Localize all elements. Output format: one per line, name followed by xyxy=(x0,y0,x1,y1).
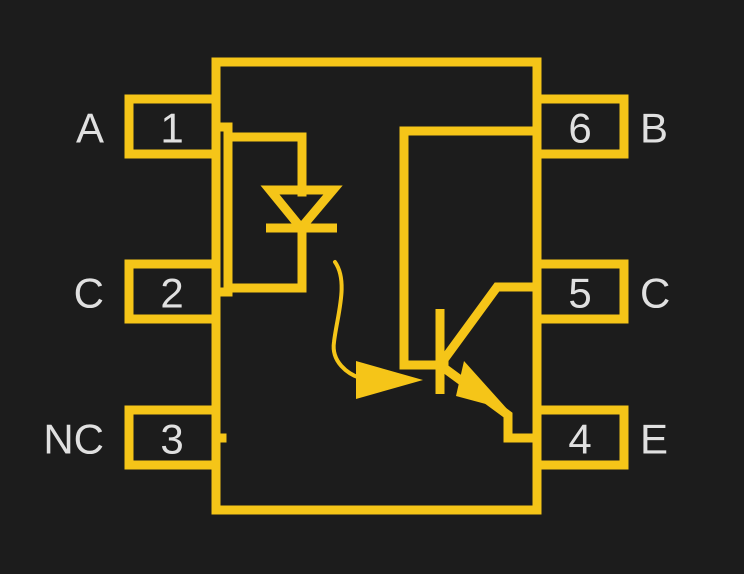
pin-4-box[interactable] xyxy=(532,405,629,470)
pin-5-group[interactable]: 5 C xyxy=(532,259,670,324)
light-emission-arrowhead xyxy=(356,361,423,399)
collector-wire xyxy=(433,282,542,372)
light-emission-curve xyxy=(331,260,362,380)
pin-2-group[interactable]: 2 C xyxy=(74,259,221,324)
pin-3-group[interactable]: 3 NC xyxy=(43,405,221,470)
pin-5-box[interactable] xyxy=(532,259,629,324)
pin-6-label: B xyxy=(640,105,668,152)
pin-6-number: 6 xyxy=(568,105,591,152)
led-loop-wire xyxy=(223,132,307,293)
pin-1-group[interactable]: 1 A xyxy=(76,94,221,159)
pin-1-label: A xyxy=(76,105,104,152)
pin-6-group[interactable]: 6 B xyxy=(532,94,668,159)
pin-5-label: C xyxy=(640,270,670,317)
pin-2-label: C xyxy=(74,270,104,317)
pin-1-box[interactable] xyxy=(124,94,221,159)
pin-5-number: 5 xyxy=(568,270,591,317)
pin-3-label: NC xyxy=(43,416,104,463)
pin-3-box[interactable] xyxy=(124,405,221,470)
pin-6-box[interactable] xyxy=(532,94,629,159)
pin-3-number: 3 xyxy=(160,416,183,463)
pin-4-number: 4 xyxy=(568,416,591,463)
led-diode-triangle xyxy=(260,185,343,236)
base-wire xyxy=(399,126,542,370)
pin-2-number: 2 xyxy=(160,270,183,317)
pin-2-box[interactable] xyxy=(124,259,221,324)
transistor-emitter-arrowhead xyxy=(456,361,508,410)
pin-4-group[interactable]: 4 E xyxy=(532,405,668,470)
pin-1-number: 1 xyxy=(160,105,183,152)
pin-4-label: E xyxy=(640,416,668,463)
